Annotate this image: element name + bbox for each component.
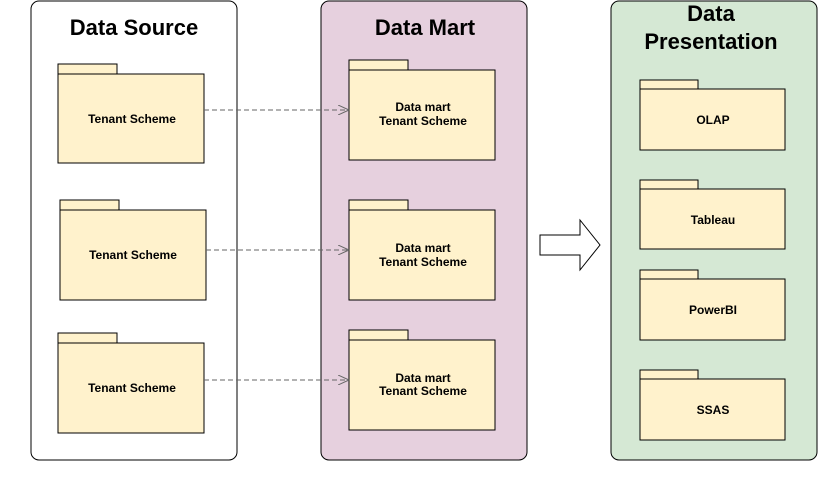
presentation-package: OLAP [639, 79, 786, 151]
source-package-label: Tenant Scheme [89, 248, 177, 262]
presentation-package: SSAS [639, 369, 786, 441]
source-package: Tenant Scheme [57, 63, 205, 164]
mart-package-label-line2: Tenant Scheme [379, 255, 467, 269]
source-package: Tenant Scheme [59, 199, 207, 301]
mart-package-label-line1: Data mart [395, 241, 450, 255]
mart-package-label-line1: Data mart [395, 371, 450, 385]
mart-package: Data mart Tenant Scheme [348, 329, 496, 431]
panel-title-data-mart: Data Mart [375, 15, 476, 40]
presentation-package-label: Tableau [691, 213, 735, 227]
panel-title-data-source: Data Source [70, 15, 198, 40]
mart-package-label-line1: Data mart [395, 100, 450, 114]
block-arrow-icon [539, 218, 601, 272]
mart-package: Data mart Tenant Scheme [348, 199, 496, 301]
source-package: Tenant Scheme [57, 332, 205, 434]
mart-package-label-line2: Tenant Scheme [379, 114, 467, 128]
presentation-package: Tableau [639, 179, 786, 250]
presentation-package: PowerBI [639, 269, 786, 341]
source-package-label: Tenant Scheme [88, 112, 176, 126]
source-package-label: Tenant Scheme [88, 381, 176, 395]
panel-title-data-presentation-line2: Presentation [644, 29, 777, 54]
mart-package: Data mart Tenant Scheme [348, 59, 496, 161]
presentation-package-label: OLAP [696, 113, 729, 127]
presentation-package-label: PowerBI [689, 303, 737, 317]
panel-title-data-presentation-line1: Data [687, 1, 735, 26]
mart-package-label-line2: Tenant Scheme [379, 384, 467, 398]
presentation-package-label: SSAS [697, 403, 730, 417]
